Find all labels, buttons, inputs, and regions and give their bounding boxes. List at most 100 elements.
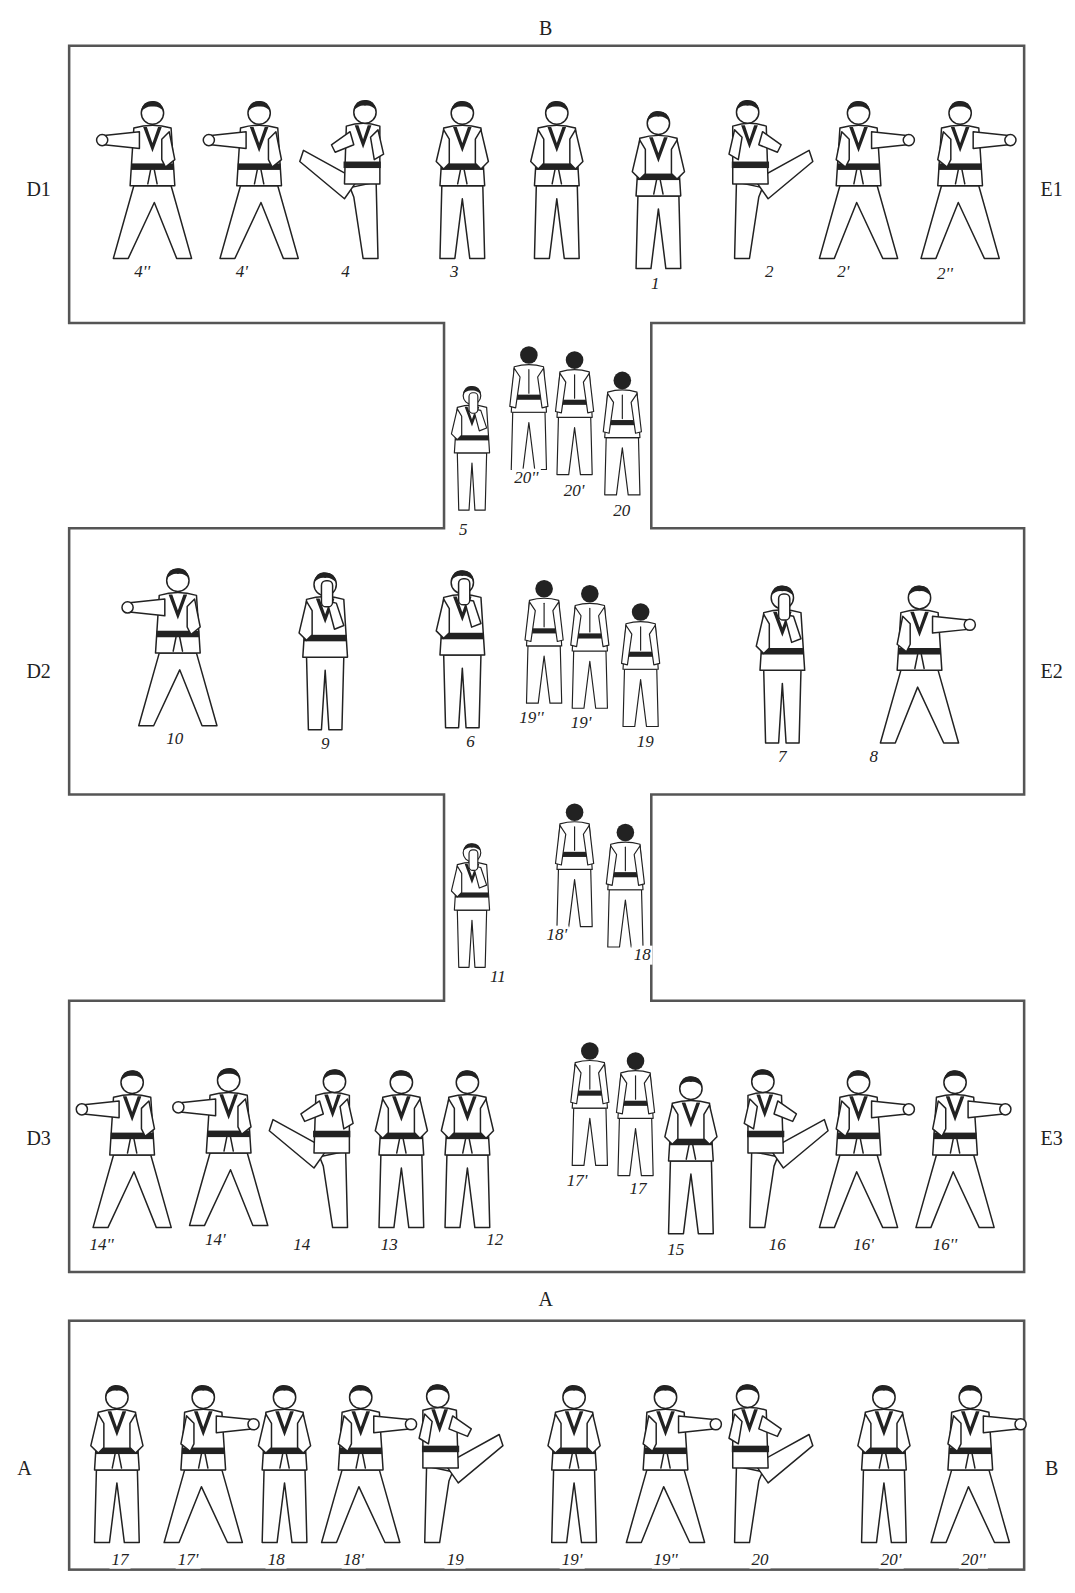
callout-number: 19 — [635, 732, 656, 751]
figure — [626, 1385, 721, 1542]
figure — [616, 1052, 654, 1175]
callout-number: 5 — [457, 521, 470, 540]
figure — [97, 101, 192, 258]
callout-number: 9 — [319, 734, 332, 753]
floor-outline — [69, 46, 1024, 1272]
callout-number: 19 — [445, 1550, 466, 1569]
callout-number: 18' — [544, 925, 569, 944]
figure — [91, 1385, 143, 1542]
figure — [269, 1069, 353, 1227]
callout-number: 17 — [628, 1179, 649, 1198]
figure — [921, 101, 1016, 258]
side-letter: A — [536, 1288, 554, 1310]
callout-number: 12 — [484, 1230, 505, 1249]
figure — [858, 1385, 910, 1542]
figure — [419, 1384, 503, 1542]
figure — [436, 101, 488, 258]
figure — [122, 568, 217, 725]
figure — [744, 1069, 828, 1227]
figure — [819, 101, 914, 258]
figure — [510, 346, 548, 469]
callout-number: 17' — [565, 1171, 590, 1190]
figure — [880, 586, 975, 743]
figure — [556, 803, 594, 926]
figure — [525, 580, 563, 703]
figure — [299, 572, 347, 729]
callout-number: 15 — [665, 1240, 686, 1259]
callout-number: 16' — [851, 1235, 876, 1254]
callout-number: 20' — [562, 481, 587, 500]
side-view-frame — [69, 1321, 1024, 1570]
figure — [76, 1070, 171, 1227]
side-letter: E3 — [1039, 1127, 1065, 1149]
side-letter: B — [1043, 1457, 1060, 1479]
side-letter: E1 — [1039, 178, 1065, 200]
callout-number: 20'' — [959, 1550, 987, 1569]
callout-number: 3 — [448, 263, 461, 282]
figure — [164, 1385, 259, 1542]
callout-number: 16 — [767, 1235, 788, 1254]
figure — [441, 1070, 493, 1227]
callout-number: 11 — [488, 968, 508, 987]
figure — [665, 1076, 717, 1233]
callout-number: 10 — [164, 729, 185, 748]
callout-number: 20' — [879, 1550, 904, 1569]
callout-number: 8 — [868, 748, 881, 767]
figure — [729, 100, 813, 258]
figure — [451, 386, 489, 510]
side-letter: D1 — [24, 178, 52, 200]
callout-number: 4' — [234, 263, 250, 282]
figure — [173, 1068, 268, 1225]
callout-number: 19'' — [517, 709, 545, 728]
figures — [76, 100, 1026, 1543]
callout-number: 4'' — [132, 263, 152, 282]
side-letter: D3 — [24, 1127, 52, 1149]
figure — [916, 1070, 1011, 1227]
callout-number: 20 — [611, 502, 632, 521]
figure — [556, 351, 594, 474]
callout-number: 14 — [291, 1235, 312, 1254]
callout-number: 13 — [379, 1235, 400, 1254]
callout-number: 19' — [560, 1550, 585, 1569]
callout-number: 19' — [569, 714, 594, 733]
figure — [258, 1385, 310, 1542]
figure — [931, 1385, 1026, 1542]
figure — [451, 843, 489, 967]
figure — [322, 1385, 417, 1542]
figure — [375, 1070, 427, 1227]
callout-number: 18 — [632, 946, 653, 965]
callout-number: 6 — [464, 732, 477, 751]
callout-number: 20 — [750, 1550, 771, 1569]
figure — [531, 101, 583, 258]
callout-number: 18' — [341, 1550, 366, 1569]
figure — [203, 101, 298, 258]
figure — [622, 603, 660, 726]
side-letter: A — [15, 1457, 33, 1479]
figure — [436, 570, 484, 727]
figure — [571, 585, 609, 708]
figure — [548, 1385, 600, 1542]
side-letter: D2 — [24, 660, 52, 682]
figure — [632, 111, 684, 268]
callout-number: 4 — [339, 263, 352, 282]
callout-number: 16'' — [931, 1235, 959, 1254]
callout-number: 17 — [109, 1550, 130, 1569]
figure — [756, 586, 804, 743]
side-letter: B — [537, 17, 554, 39]
figure — [819, 1070, 914, 1227]
figure — [603, 372, 641, 495]
figure — [729, 1384, 813, 1542]
callout-number: 2' — [835, 263, 851, 282]
callout-number: 2'' — [935, 265, 955, 284]
callout-number: 1 — [649, 275, 662, 294]
callout-number: 20'' — [512, 468, 540, 487]
callout-number: 19'' — [651, 1550, 679, 1569]
callout-number: 14' — [203, 1230, 228, 1249]
callout-number: 18 — [266, 1550, 287, 1569]
callout-number: 2 — [763, 263, 776, 282]
figure — [606, 824, 644, 947]
callout-number: 14'' — [87, 1235, 115, 1254]
